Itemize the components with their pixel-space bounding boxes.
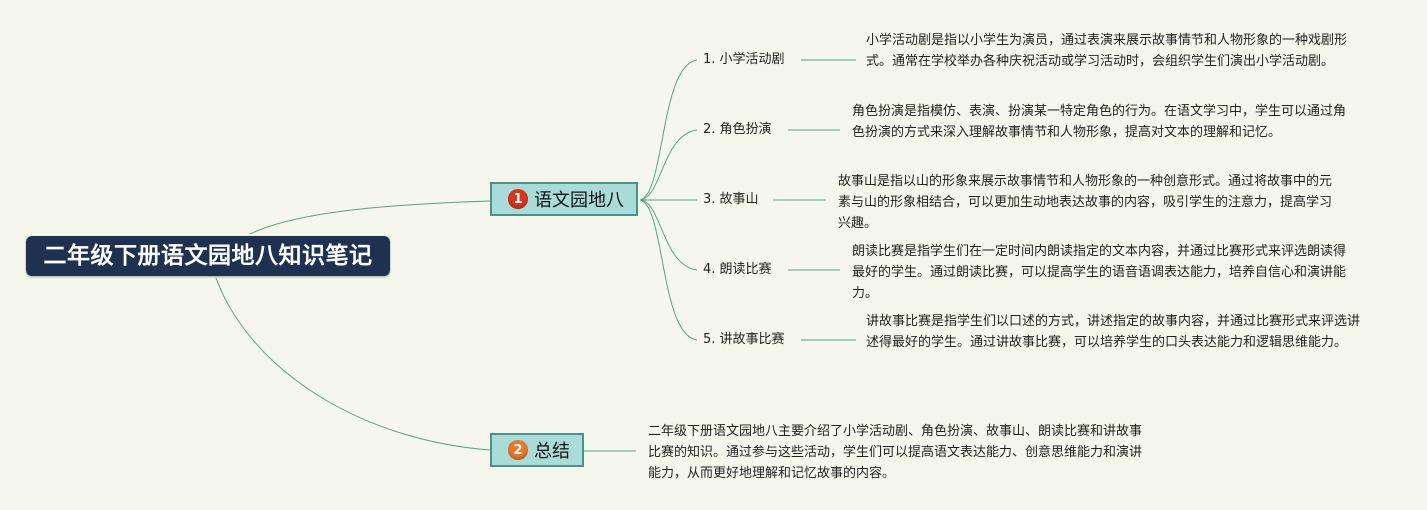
description-xiaoxue-huodongju: 小学活动剧是指以小学生为演员，通过表演来展示故事情节和人物形象的一种戏剧形式。通… (866, 33, 1348, 69)
description-langdu-bisai: 朗读比赛是指学生们在一定时间内朗读指定的文本内容，并通过比赛形式来评选朗读得最好… (852, 244, 1347, 301)
branch-yuwen-yuandi-ba[interactable]: 1 语文园地八 (490, 182, 638, 216)
description-summary: 二年级下册语文园地八主要介绍了小学活动剧、角色扮演、故事山、朗读比赛和讲故事比赛… (648, 424, 1143, 481)
link-root-branch-2 (215, 277, 491, 451)
link-branch-topic-4 (639, 199, 698, 271)
branch-summary[interactable]: 2 总结 (490, 433, 584, 467)
branch-label: 语文园地八 (534, 190, 624, 211)
number-badge-1: 1 (508, 189, 528, 209)
link-branch-topic-2 (639, 129, 698, 201)
description-gushi-shan: 故事山是指以山的形象来展示故事情节和人物形象的一种创意形式。通过将故事中的元素与… (838, 174, 1333, 231)
link-branch-topic-1 (639, 59, 698, 201)
branch-label: 总结 (534, 441, 570, 462)
description-juese-banyan: 角色扮演是指模仿、表演、扮演某一特定角色的行为。在语文学习中，学生可以通过角色扮… (852, 104, 1347, 140)
description-jiang-gushi-bisai: 讲故事比赛是指学生们以口述的方式，讲述指定的故事内容，并通过比赛形式来评选讲述得… (866, 314, 1361, 350)
number-badge-2: 2 (508, 440, 528, 460)
topic-jiang-gushi-bisai[interactable]: 5. 讲故事比赛 (703, 332, 785, 347)
link-root-branch-1 (249, 200, 491, 235)
topic-langdu-bisai[interactable]: 4. 朗读比赛 (703, 262, 772, 277)
topic-juese-banyan[interactable]: 2. 角色扮演 (703, 122, 772, 137)
topic-xiaoxue-huodongju[interactable]: 1. 小学活动剧 (703, 52, 785, 67)
root-topic[interactable]: 二年级下册语文园地八知识笔记 (26, 236, 390, 276)
link-branch-topic-5 (639, 199, 698, 341)
topic-gushi-shan[interactable]: 3. 故事山 (703, 192, 759, 207)
